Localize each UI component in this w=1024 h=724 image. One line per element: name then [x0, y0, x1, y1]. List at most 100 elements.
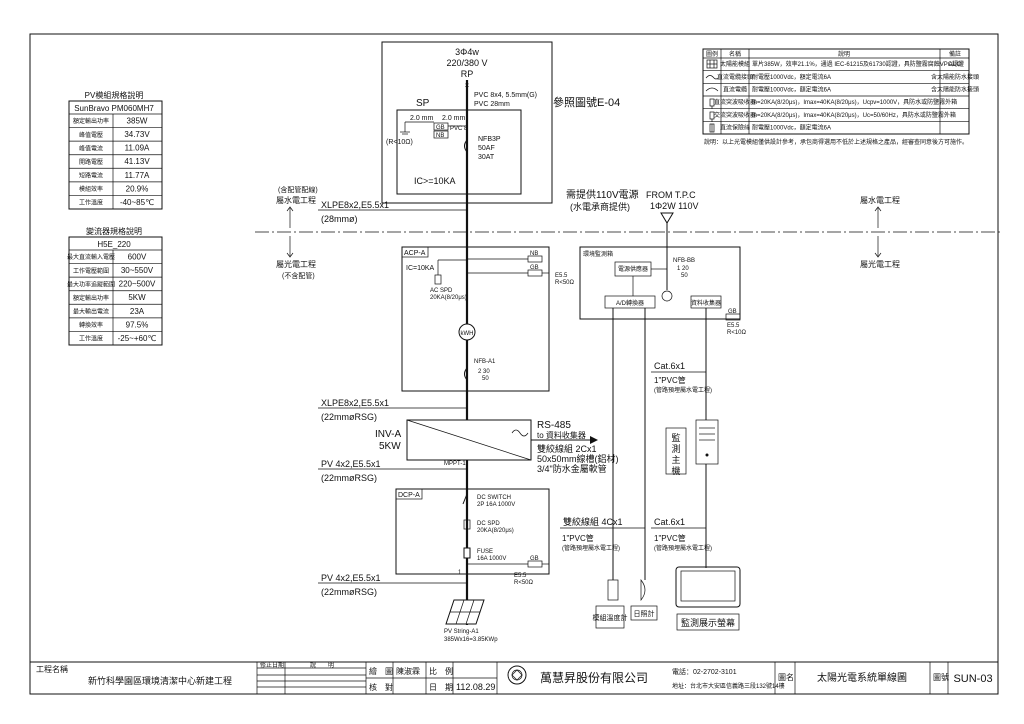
dc-cable-icon	[705, 87, 719, 92]
pv-spec-row-value: 385W	[127, 117, 148, 126]
bus-cross-marker: ×	[465, 81, 470, 90]
acp-spd-symbol	[434, 274, 442, 285]
acp-box	[401, 246, 550, 392]
inv-spec-row-key: 額定輸出功率	[73, 294, 109, 302]
legend-row-name: 直流電纜接頭	[717, 73, 753, 81]
kwh-meter-icon	[458, 323, 476, 341]
rev-desc-header: 說 明	[310, 661, 334, 669]
pv-spec-row-value: 11.77A	[125, 171, 150, 180]
legend-row-desc: In=20KA(8/20μs)，Imax=40KA(8/20μs)，Ucpv=1…	[752, 98, 957, 106]
split-right-top: 屬水電工程	[860, 195, 900, 205]
rev-date-header: 修正日期	[260, 661, 284, 669]
sp-nfb-2: 50AF	[478, 145, 495, 152]
pv-spec-row-value: 34.73V	[124, 130, 150, 139]
monitor-panel-box	[579, 246, 741, 320]
pv-spec-title: PV模組規格說明	[85, 90, 144, 100]
split-left-top: (含配管配線)	[278, 185, 318, 194]
split-left-top2: 屬水電工程	[276, 195, 316, 205]
inverter-rs485: RS-485	[537, 420, 571, 431]
legend-row-name: 直流突波吸收器	[714, 98, 756, 106]
ad-converter-box	[604, 295, 656, 309]
sp-gb: GB	[436, 125, 445, 131]
monitor-r: R<10Ω	[727, 330, 747, 336]
legend-note: 說明：以上光電模組僅供設計參考，承包商得選用不低於上述規格之產品，經審查同意後方…	[704, 138, 968, 146]
legend-header-icon: 圖例	[706, 50, 718, 58]
acp-label: ACP-A	[404, 250, 426, 257]
temp-sensor-icon	[607, 579, 619, 601]
drawing-number: SUN-03	[953, 673, 992, 685]
project-label: 工程名稱	[36, 664, 68, 674]
legend-header-name: 名稱	[729, 50, 741, 58]
monitor-host-box	[665, 427, 687, 475]
acp-nfb-3: 50	[482, 376, 489, 382]
legend-row-name: 太陽能模組	[720, 60, 750, 68]
dcp-fuse-1: FUSE	[477, 549, 493, 555]
temp-sensor-label: 模組溫度計	[593, 613, 628, 622]
inverter-label: INV-A	[375, 429, 401, 440]
cable-xlpe1-conduit: (28mmø)	[321, 214, 358, 224]
power-supply-label: 電源供應器	[618, 265, 648, 273]
pv-spec-row-key: 模組效率	[79, 185, 103, 193]
dcp-r: R<50Ω	[514, 580, 534, 586]
ad-converter-label: A/D轉換器	[616, 299, 644, 307]
cable-pv1-conduit: (22mmøRSG)	[321, 473, 377, 483]
pvc-left-note: (管路預埋屬水電工程)	[562, 544, 620, 552]
acp-gb: GB	[530, 265, 539, 271]
sp-pvc8: PVC 8	[450, 126, 468, 132]
inv-spec-row-key: 最大直流輸入電壓	[67, 253, 115, 261]
nfb-bb-2: 1 20	[677, 266, 689, 272]
legend-row-note: 含太陽能防水接頭	[931, 73, 979, 81]
nfb-bb-3: 50	[681, 273, 688, 279]
pv-spec-row-key: 額定輸出功率	[73, 117, 109, 125]
company-phone: 電話：02-2702-3101	[672, 667, 737, 676]
legend-header-note: 備註	[949, 50, 961, 58]
nfb-bb-1: NFB-BB	[673, 258, 695, 264]
dcp-fuse-2: 16A 1000V	[477, 556, 506, 562]
legend-row-desc: 耐電壓1000Vdc，額定電流6A	[752, 124, 831, 132]
pvc-top: 1"PVC管	[654, 375, 686, 385]
project-name: 新竹科學園區環境清潔中心新建工程	[88, 675, 232, 686]
title-block: 工程名稱 新竹科學園區環境清潔中心新建工程 修正日期 說 明 繪 圖 陳淑霖 核…	[36, 661, 993, 694]
acp-nb: NB	[530, 251, 538, 257]
acp-spd-2: 20KA(8/20μs)	[430, 295, 467, 301]
inverter-to: to 資料收集器	[537, 430, 586, 440]
dcp-box	[395, 488, 550, 575]
power-source-2: (水電承商提供)	[570, 201, 630, 212]
monitor-gb: GB	[728, 309, 737, 315]
pv-spec-row-key: 峰值電壓	[79, 131, 103, 139]
cat6-top: Cat.6x1	[654, 361, 685, 371]
date-label: 日 期	[429, 683, 453, 692]
ac-spd-icon	[709, 111, 715, 122]
sp-nfb-3: 30AT	[478, 154, 495, 161]
acp-spd-1: AC SPD	[430, 288, 453, 294]
drawing-name: 太陽光電系統單線圖	[817, 671, 907, 684]
inverter-mppt: MPPT-1	[444, 461, 466, 467]
dcp-spd-2: 20KA(8/20μs)	[477, 528, 514, 534]
drawn-label: 繪 圖	[369, 666, 393, 676]
inv-spec-title: 變流器規格說明	[86, 226, 142, 236]
pv-spec-row-key: 工作溫度	[79, 199, 103, 207]
legend-header-desc: 說明	[838, 50, 850, 58]
inv-spec-row-value: 23A	[130, 307, 145, 316]
pv-string-name: PV String-A1	[444, 629, 479, 635]
inv-spec-row-value: -25~+60℃	[118, 334, 157, 343]
inv-spec-row-key: 工作溫度	[79, 335, 103, 343]
dcp-gb: GB	[530, 556, 539, 562]
inverter-cable: 雙絞線組 2Cx1	[537, 443, 597, 454]
monitor-panel-label: 環境監測箱	[583, 250, 613, 258]
tpc-2: 1Φ2W 110V	[650, 201, 699, 211]
tpc-source-icon	[660, 212, 674, 224]
sp-box	[396, 109, 522, 195]
legend-row-name: 直流電纜	[723, 86, 747, 94]
pv-spec-row-key: 短路電流	[79, 172, 103, 180]
legend-row-name: 直流保險絲	[720, 124, 750, 132]
inverter-conduit: 3/4"防水金屬軟管	[537, 463, 607, 474]
dc-fuse-symbol	[463, 547, 471, 559]
acp-breaker-symbol	[464, 367, 468, 381]
sp-ground: (R<10Ω)	[386, 139, 413, 146]
acp-nfb-2: 2 30	[478, 369, 490, 375]
cat6-right: Cat.6x1	[654, 517, 685, 527]
cable-pv2-conduit: (22mmøRSG)	[321, 587, 377, 597]
monitor-host-1: 監	[671, 432, 680, 443]
dcp-e: E5.5	[514, 573, 527, 579]
